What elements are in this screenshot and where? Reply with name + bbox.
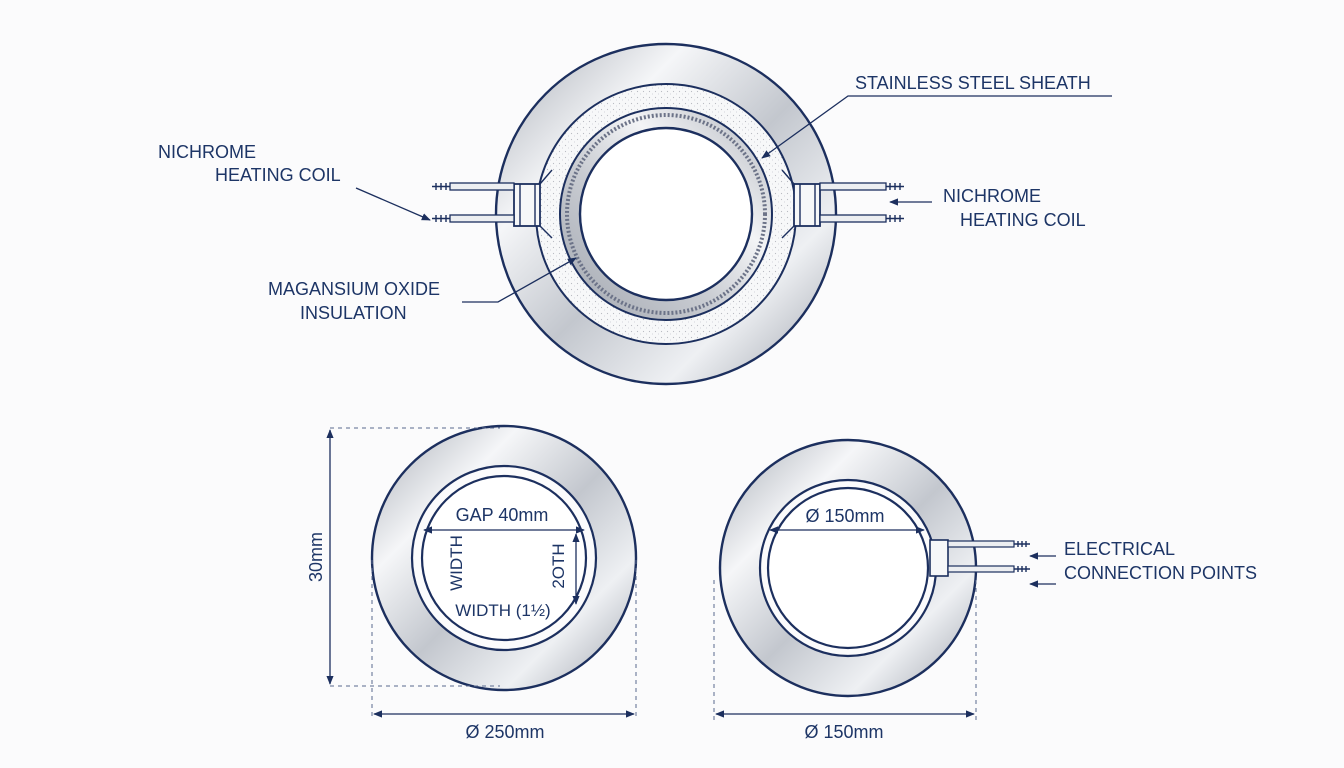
left-width-vertical-left: WIDTH bbox=[447, 535, 466, 591]
top-bore bbox=[578, 126, 754, 302]
label-coil-left-line1: NICHROME bbox=[158, 142, 256, 162]
leader-insulation bbox=[462, 257, 577, 303]
right-section-view: Ø 150mm Ø 150mm ELECTRICAL CONNECTION PO… bbox=[713, 438, 1257, 742]
left-height-dim: 30mm bbox=[306, 532, 326, 582]
top-left-terminal bbox=[432, 169, 553, 239]
left-section-view: 30mm GAP 40mm WIDTH 2OTH WIDTH (1½) Ø 25… bbox=[306, 424, 638, 742]
right-outer-diameter-dim: Ø 150mm bbox=[804, 722, 883, 742]
left-bore bbox=[420, 474, 588, 642]
left-width-bottom: WIDTH (1½) bbox=[455, 601, 550, 620]
label-coil-left-line2: HEATING COIL bbox=[215, 165, 341, 185]
label-insulation-line2: INSULATION bbox=[300, 303, 407, 323]
leader-sheath bbox=[761, 95, 1112, 159]
left-gap-dim: GAP 40mm bbox=[456, 505, 549, 525]
left-diameter-dim: Ø 250mm bbox=[465, 722, 544, 742]
top-coil-winding bbox=[565, 113, 767, 315]
leader-coil-left bbox=[355, 187, 431, 221]
right-terminal bbox=[929, 539, 1030, 577]
top-right-terminal bbox=[781, 169, 904, 239]
left-inner-rim bbox=[410, 464, 598, 652]
label-connection-line1: ELECTRICAL bbox=[1064, 539, 1175, 559]
top-assembly: STAINLESS STEEL SHEATH NICHROME HEATING … bbox=[158, 42, 1112, 386]
label-insulation-line1: MAGANSIUM OXIDE bbox=[268, 279, 440, 299]
label-stainless-sheath: STAINLESS STEEL SHEATH bbox=[855, 73, 1091, 93]
left-width-vertical-right: 2OTH bbox=[549, 543, 568, 588]
label-coil-right-line1: NICHROME bbox=[943, 186, 1041, 206]
label-coil-right-line2: HEATING COIL bbox=[960, 210, 1086, 230]
label-connection-line2: CONNECTION POINTS bbox=[1064, 563, 1257, 583]
right-inner-diameter-dim: Ø 150mm bbox=[805, 506, 884, 526]
